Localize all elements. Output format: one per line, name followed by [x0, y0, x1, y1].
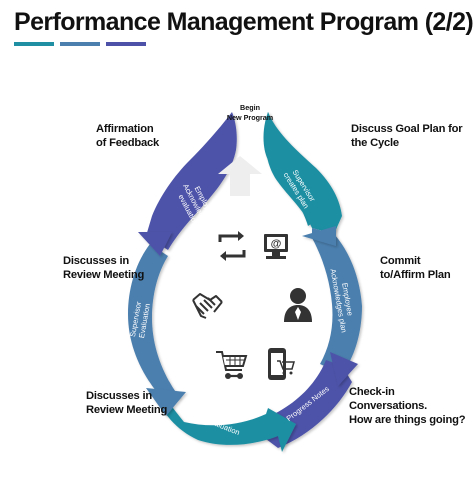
page-title: Performance Management Program (2/2)	[14, 8, 474, 36]
step-label-commit: Commit to/Affirm Plan	[380, 255, 451, 281]
accent-bar-3	[106, 42, 146, 46]
svg-text:@: @	[271, 238, 282, 250]
accent-bar-2	[60, 42, 100, 46]
step-label-review-meeting-upper: Discusses in Review Meeting	[63, 255, 145, 281]
start-label-line2: New Program	[227, 113, 273, 122]
segment-supervisor-evaluation	[128, 244, 180, 398]
step-label-affirmation: Affirmation of Feedback	[96, 123, 160, 149]
segment-employee-acknowledges-evaluation	[146, 112, 237, 250]
refresh-icon	[218, 231, 246, 261]
start-label-line1: Begin	[240, 103, 260, 112]
mobile-cart-icon	[268, 348, 295, 380]
shopping-cart-icon	[216, 351, 248, 379]
step-label-check-in: Check-in Conversations. How are things g…	[349, 386, 466, 426]
segment-employee-acknowledges-plan	[312, 228, 362, 374]
step-label-review-meeting-lower: Discusses in Review Meeting	[86, 390, 168, 416]
accent-bar-1	[14, 42, 54, 46]
person-icon	[284, 288, 312, 322]
step-label-discuss-goal: Discuss Goal Plan for the Cycle	[351, 123, 463, 149]
segment-self-evaluation	[156, 392, 296, 452]
computer-email-icon: @	[264, 234, 288, 259]
handshake-icon	[192, 293, 223, 319]
